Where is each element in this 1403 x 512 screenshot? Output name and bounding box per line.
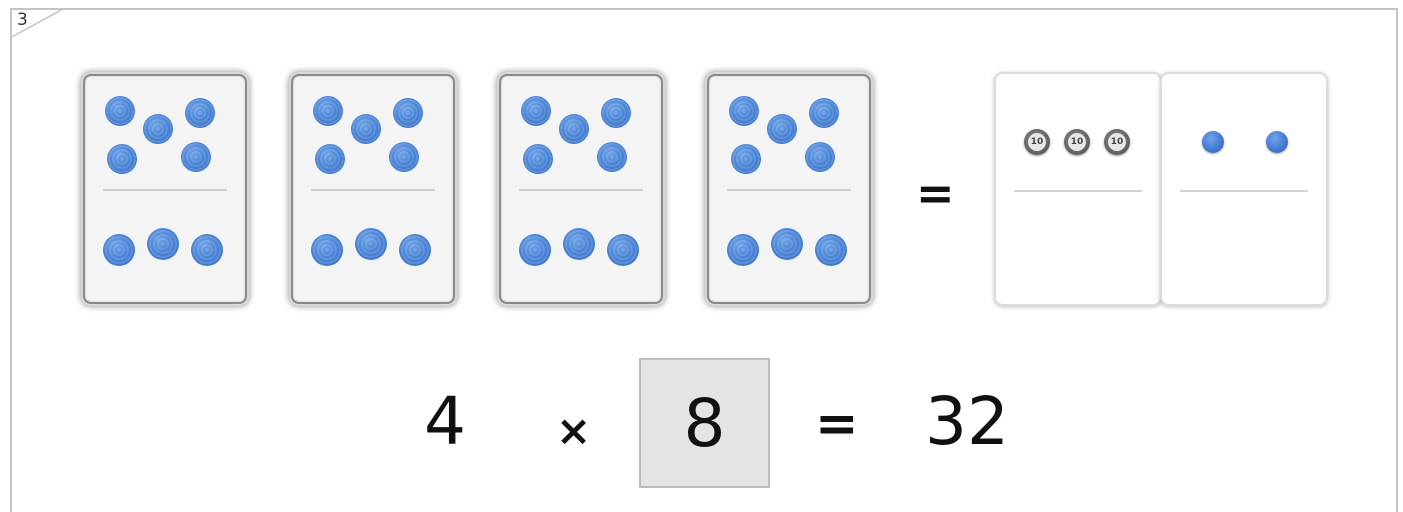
- page-number: 3: [17, 10, 28, 30]
- ones-card: [1160, 72, 1328, 306]
- dot: [519, 234, 551, 266]
- one-chip: [1202, 131, 1224, 153]
- dot: [351, 114, 381, 144]
- domino-card-3: [499, 74, 663, 304]
- dot: [731, 144, 761, 174]
- dot: [563, 228, 595, 260]
- equation-equals-sign: =: [815, 394, 859, 454]
- dot: [727, 234, 759, 266]
- ten-chip-label: 10: [1108, 133, 1126, 151]
- worksheet-frame: [10, 8, 1398, 512]
- dot: [191, 234, 223, 266]
- factor-a: 4: [424, 383, 466, 460]
- dot: [393, 98, 423, 128]
- domino-card-1: [83, 74, 247, 304]
- dot: [597, 142, 627, 172]
- dot: [107, 144, 137, 174]
- dot: [809, 98, 839, 128]
- dot: [601, 98, 631, 128]
- dot: [729, 96, 759, 126]
- dot: [805, 142, 835, 172]
- dot: [313, 96, 343, 126]
- dot: [143, 114, 173, 144]
- dot: [523, 144, 553, 174]
- equals-sign: =: [916, 166, 955, 220]
- dot: [147, 228, 179, 260]
- dot: [767, 114, 797, 144]
- dot: [181, 142, 211, 172]
- one-chip: [1266, 131, 1288, 153]
- dot: [185, 98, 215, 128]
- domino-card-2: [291, 74, 455, 304]
- ten-chip-label: 10: [1028, 133, 1046, 151]
- domino-divider: [311, 189, 435, 191]
- domino-divider: [519, 189, 643, 191]
- product: 32: [925, 383, 1009, 460]
- factor-b: 8: [683, 384, 726, 462]
- ten-chip: 10: [1104, 129, 1130, 155]
- answer-box[interactable]: 8: [639, 358, 770, 488]
- domino-card-4: [707, 74, 871, 304]
- dot: [315, 144, 345, 174]
- dot: [607, 234, 639, 266]
- dot: [103, 234, 135, 266]
- tens-card: 10 10 10: [994, 72, 1162, 306]
- dot: [815, 234, 847, 266]
- dot: [559, 114, 589, 144]
- dot: [355, 228, 387, 260]
- dot: [771, 228, 803, 260]
- ten-chip: 10: [1024, 129, 1050, 155]
- dot: [521, 96, 551, 126]
- ten-chip: 10: [1064, 129, 1090, 155]
- multiply-sign: ×: [556, 406, 592, 455]
- page-corner-fold: [10, 8, 66, 38]
- ten-chip-label: 10: [1068, 133, 1086, 151]
- ones-card-divider: [1180, 190, 1308, 192]
- domino-divider: [103, 189, 227, 191]
- tens-card-divider: [1014, 190, 1142, 192]
- dot: [389, 142, 419, 172]
- dot: [105, 96, 135, 126]
- dot: [311, 234, 343, 266]
- dot: [399, 234, 431, 266]
- domino-divider: [727, 189, 851, 191]
